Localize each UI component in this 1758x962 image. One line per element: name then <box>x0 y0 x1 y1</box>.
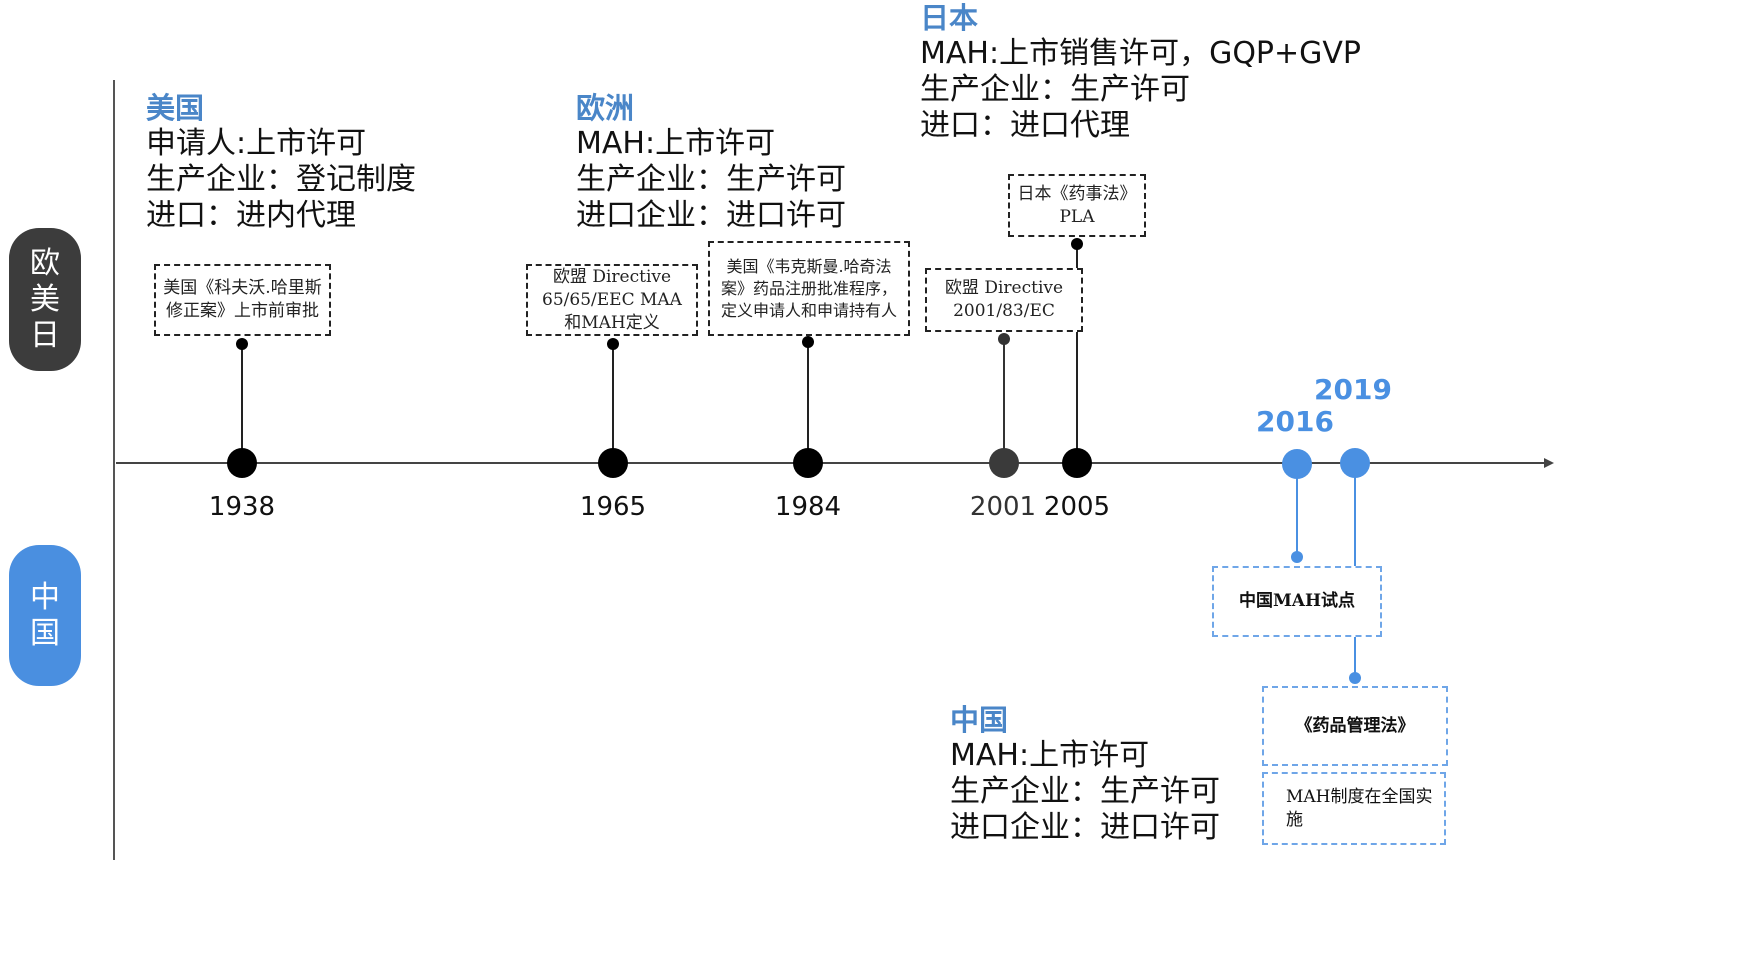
region-line: 进口企业：进口许可 <box>950 810 1220 845</box>
year-label-1965: 1965 <box>579 492 647 522</box>
event-box-1965[interactable]: 欧盟 Directive 65/65/EEC MAA和MAH定义 <box>526 264 698 336</box>
region-japan: 日本 MAH:上市销售许可，GQP+GVP 生产企业：生产许可 进口：进口代理 <box>920 0 1361 144</box>
year-dot-2016[interactable] <box>1282 449 1312 479</box>
event-box-2019-law[interactable]: 《药品管理法》 <box>1262 686 1448 766</box>
event-anchor-1965 <box>607 338 619 350</box>
region-line: 生产企业：生产许可 <box>920 72 1190 107</box>
region-line: 进口：进内代理 <box>146 198 356 233</box>
region-title-europe: 欧洲 <box>576 91 635 125</box>
region-title-japan: 日本 <box>920 1 979 35</box>
year-dot-1938[interactable] <box>227 448 257 478</box>
region-line: 进口：进口代理 <box>920 108 1130 143</box>
event-anchor-1984 <box>802 336 814 348</box>
year-label-1984: 1984 <box>774 492 842 522</box>
region-line: MAH:上市许可 <box>576 126 776 161</box>
year-label-2005: 2005 <box>1043 492 1111 522</box>
year-dot-2001[interactable] <box>989 448 1019 478</box>
event-anchor-2005 <box>1071 238 1083 250</box>
event-anchor-2016 <box>1291 551 1303 563</box>
region-title-usa: 美国 <box>146 91 205 125</box>
year-dot-1984[interactable] <box>793 448 823 478</box>
region-line: 申请人:上市许可 <box>146 126 367 161</box>
year-label-2016: 2016 <box>1256 405 1334 438</box>
region-china: 中国 MAH:上市许可 生产企业：生产许可 进口企业：进口许可 <box>950 702 1220 846</box>
region-line: MAH:上市许可 <box>950 738 1150 773</box>
year-label-2019: 2019 <box>1314 373 1392 406</box>
event-box-2005[interactable]: 日本《药事法》PLA <box>1008 174 1146 237</box>
region-title-china: 中国 <box>950 703 1009 737</box>
region-line: 生产企业：生产许可 <box>950 774 1220 809</box>
region-line: 生产企业：生产许可 <box>576 162 846 197</box>
region-line: 生产企业：登记制度 <box>146 162 416 197</box>
event-anchor-2001 <box>998 333 1010 345</box>
event-box-2019-nationwide[interactable]: MAH制度在全国实施 <box>1262 772 1446 845</box>
year-dot-2019[interactable] <box>1340 448 1370 478</box>
event-box-1938[interactable]: 美国《科夫沃.哈里斯修正案》上市前审批 <box>154 264 331 336</box>
event-box-2001[interactable]: 欧盟 Directive 2001/83/EC <box>925 268 1083 332</box>
event-anchor-1938 <box>236 338 248 350</box>
section-label-china: 中国 <box>9 545 81 686</box>
region-line: MAH:上市销售许可，GQP+GVP <box>920 36 1362 71</box>
year-dot-1965[interactable] <box>598 448 628 478</box>
region-line: 进口企业：进口许可 <box>576 198 846 233</box>
year-label-1938: 1938 <box>208 492 276 522</box>
event-box-2016[interactable]: 中国MAH试点 <box>1212 566 1382 637</box>
section-label-west: 欧美日 <box>9 228 81 371</box>
event-box-1984[interactable]: 美国《韦克斯曼.哈奇法案》药品注册批准程序，定义申请人和申请持有人 <box>708 241 910 336</box>
event-anchor-2019 <box>1349 672 1361 684</box>
year-dot-2005[interactable] <box>1062 448 1092 478</box>
year-label-2001: 2001 <box>969 492 1037 522</box>
region-usa: 美国 申请人:上市许可 生产企业：登记制度 进口：进内代理 <box>146 90 416 234</box>
region-europe: 欧洲 MAH:上市许可 生产企业：生产许可 进口企业：进口许可 <box>576 90 846 234</box>
